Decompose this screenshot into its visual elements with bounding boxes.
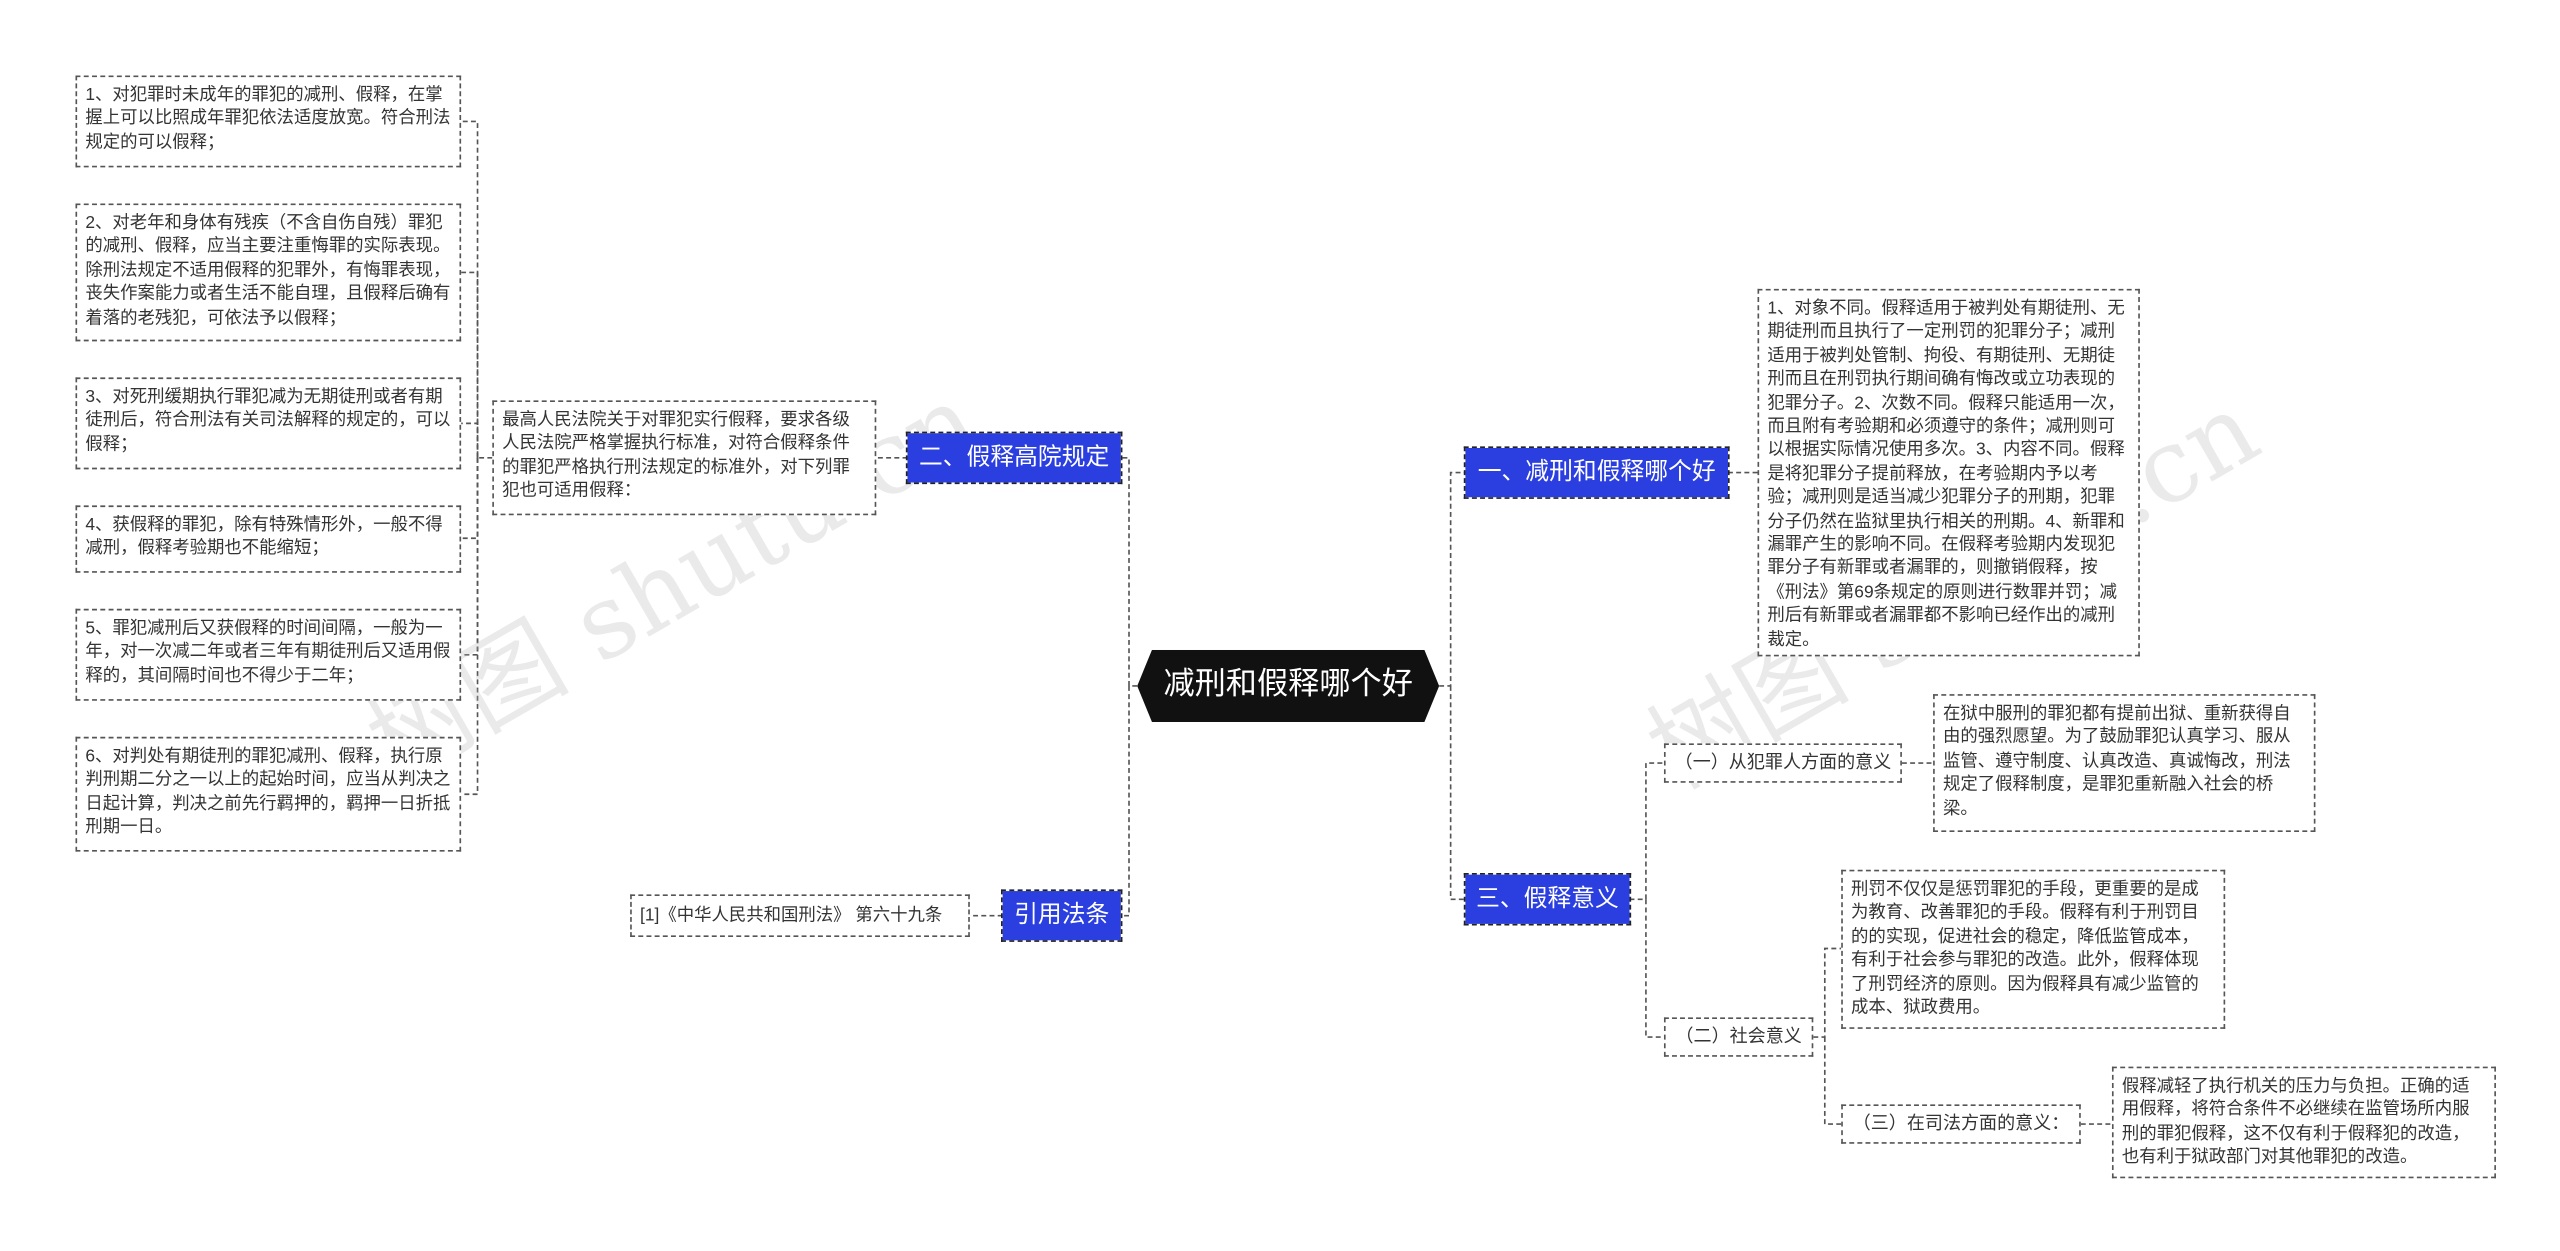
root-node[interactable]: 减刑和假释哪个好 (1137, 649, 1440, 723)
branch-2-item-5: 5、罪犯减刑后又获假释的时间间隔，一般为一年，对一次减二年或者三年有期徒刑后又适… (75, 608, 462, 701)
branch-node-3[interactable]: 三、假释意义 (1463, 873, 1632, 926)
branch-node-2[interactable]: 二、假释高院规定 (905, 431, 1123, 485)
branch-2-intro: 最高人民法院关于对罪犯实行假释，要求各级人民法院严格掌握执行标准，对符合假释条件… (492, 400, 877, 516)
branch-1-note: 1、对象不同。假释适用于被判处有期徒刑、无期徒刑而且执行了一定刑罚的犯罪分子；减… (1757, 288, 2140, 657)
branch-2-item-3: 3、对死刑缓期执行罪犯减为无期徒刑或者有期徒刑后，符合刑法有关司法解释的规定的，… (75, 377, 462, 470)
sub-node-3[interactable]: （三）在司法方面的意义： (1841, 1104, 2081, 1144)
sub-node-2[interactable]: （二）社会意义 (1663, 1017, 1814, 1057)
branch-node-1[interactable]: 一、减刑和假释哪个好 (1463, 446, 1730, 499)
branch-node-4[interactable]: 引用法条 (1001, 889, 1123, 942)
branch-2-item-1: 1、对犯罪时未成年的罪犯的减刑、假释，在掌握上可以比照成年罪犯依法适度放宽。符合… (75, 75, 462, 168)
branch-2-item-2: 2、对老年和身体有残疾（不含自伤自残）罪犯的减刑、假释，应当主要注重悔罪的实际表… (75, 203, 462, 342)
branch-2-item-4: 4、获假释的罪犯，除有特殊情形外，一般不得减刑，假释考验期也不能缩短； (75, 505, 462, 573)
branch-4-note: [1]《中华人民共和国刑法》 第六十九条 (630, 894, 970, 938)
branch-2-item-6: 6、对判处有期徒刑的罪犯减刑、假释，执行原判刑期二分之一以上的起始时间，应当从判… (75, 736, 462, 852)
sub-node-1[interactable]: （一）从犯罪人方面的意义 (1663, 743, 1902, 783)
sub-node-2-note: 刑罚不仅仅是惩罚罪犯的手段，更重要的是成为教育、改善罪犯的手段。假释有利于刑罚目… (1841, 869, 2226, 1029)
sub-node-3-note: 假释减轻了执行机关的压力与负担。正确的适用假释，将符合条件不必继续在监管场所内服… (2111, 1066, 2496, 1179)
sub-node-1-note: 在狱中服刑的罪犯都有提前出狱、重新获得自由的强烈愿望。为了鼓励罪犯认真学习、服从… (1933, 694, 2316, 832)
